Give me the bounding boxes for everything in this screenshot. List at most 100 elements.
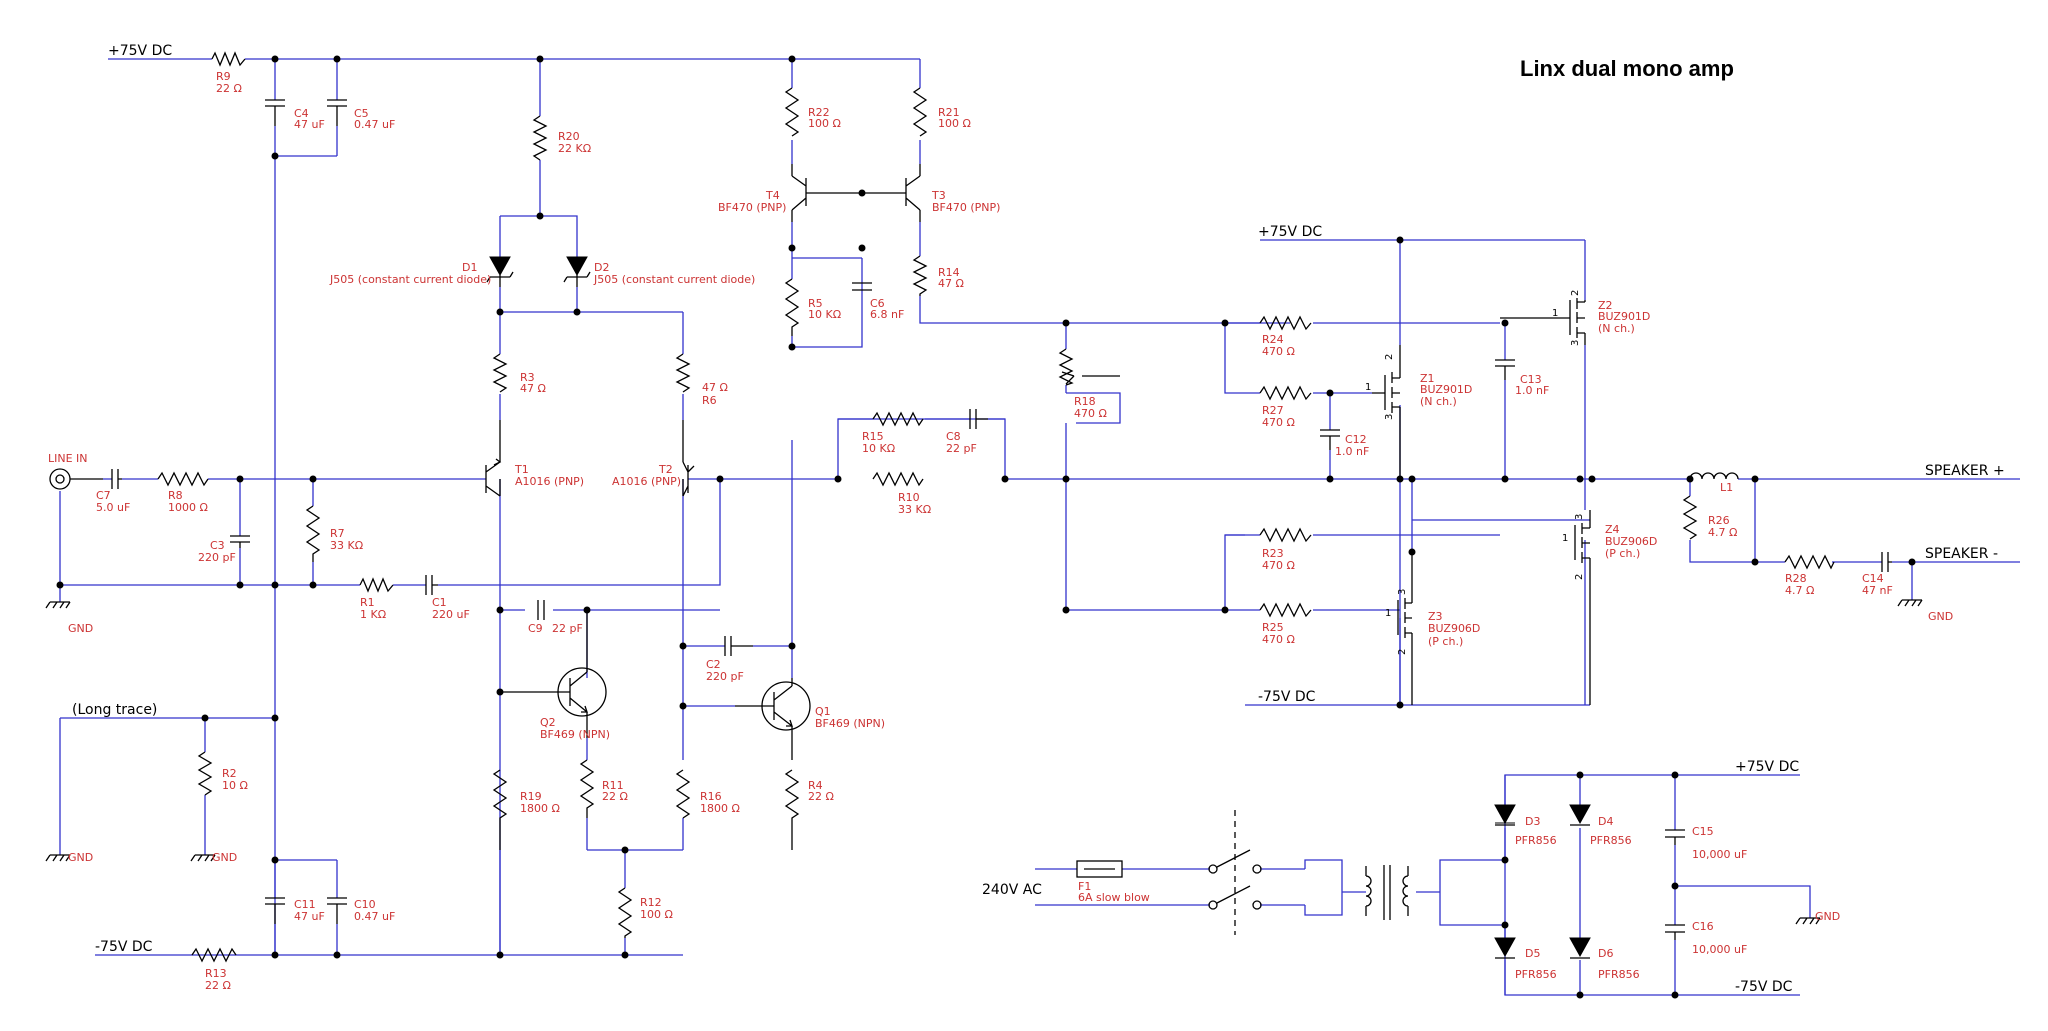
mosfet-pin-label: 1	[1385, 608, 1391, 619]
net-labels: +75V DC -75V DC +75V DC -75V DC +75V DC …	[48, 43, 2005, 995]
mosfet-pin-label: 1	[1552, 308, 1558, 319]
label-parts-c15-val: 10,000 uF	[1692, 848, 1747, 861]
label-parts-d6-val: PFR856	[1598, 968, 1640, 981]
label-parts-c14-val: 47 nF	[1862, 584, 1893, 597]
label-parts-r19-ref: R19	[520, 790, 542, 803]
gnd-symbols	[45, 599, 1923, 925]
label-parts-r13-ref: R13	[205, 967, 227, 980]
label-parts-r14-val: 47 Ω	[938, 277, 964, 290]
label-parts-d4-ref: D4	[1598, 815, 1613, 828]
label-parts-r7-val: 33 KΩ	[330, 539, 363, 552]
label-parts-d6-ref: D6	[1598, 947, 1613, 960]
mosfet-pin-label: 2	[1384, 354, 1395, 360]
label-parts-r7-ref: R7	[330, 527, 345, 540]
label-parts-t1-ref: T1	[514, 463, 529, 476]
label-parts-t2-ref: T2	[658, 463, 673, 476]
net-label-neg75-bottom: -75V DC	[95, 939, 153, 955]
resistor-r26	[1682, 495, 1698, 540]
label-parts-r11-ref: R11	[602, 779, 624, 792]
label-parts-z3-type: (P ch.)	[1428, 635, 1463, 648]
label-parts-z2-type: (N ch.)	[1598, 322, 1635, 335]
mosfet-pin-label: 3	[1397, 589, 1408, 595]
label-parts-q1-val: BF469 (NPN)	[815, 717, 885, 730]
label-parts-z1-ref: Z1	[1420, 372, 1435, 385]
diode-d2	[566, 256, 588, 277]
label-parts-r10-val: 33 KΩ	[898, 503, 931, 516]
label-parts-c16-val: 10,000 uF	[1692, 943, 1747, 956]
label-parts-r11-val: 22 Ω	[602, 790, 628, 803]
resistor-r12	[617, 887, 633, 938]
net-label-pos75-output: +75V DC	[1258, 224, 1322, 240]
capacitor-c4	[265, 99, 285, 126]
resistor-r7	[305, 505, 321, 562]
label-parts-c1-val: 220 uF	[432, 608, 470, 621]
label-parts-r21-ref: R21	[938, 106, 960, 119]
label-parts-r19-val: 1800 Ω	[520, 802, 560, 815]
mosfet-pin-label: 3	[1570, 340, 1581, 346]
label-parts-r26-val: 4.7 Ω	[1708, 526, 1737, 539]
transistor-t4	[791, 175, 807, 211]
transformer-secondary	[1402, 866, 1409, 916]
label-parts-c12-ref: C12	[1345, 433, 1367, 446]
label-parts-c3-val: 220 pF	[198, 551, 236, 564]
mosfet-pin-label: 2	[1570, 290, 1581, 296]
label-parts-d1-ref: D1	[462, 261, 477, 274]
resistor-r4	[784, 769, 800, 850]
resistor-r18	[1058, 348, 1074, 386]
label-parts-l1-ref: L1	[1720, 481, 1733, 494]
gnd-label-2: GND	[68, 851, 93, 864]
label-parts-c10-val: 0.47 uF	[354, 910, 395, 923]
net-label-speaker-negative: SPEAKER -	[1925, 546, 1998, 562]
label-parts-c10-ref: C10	[354, 898, 376, 911]
label-parts-r4-ref: R4	[808, 779, 823, 792]
diode-symbols	[486, 256, 1591, 959]
diode-d4	[1569, 804, 1591, 825]
transistor-t1	[485, 458, 502, 497]
capacitor-c7	[111, 469, 122, 489]
resistor-r14	[912, 255, 928, 296]
resistor-r28	[1784, 554, 1835, 570]
psu-symbols	[1076, 810, 1409, 935]
label-parts-c1-ref: C1	[432, 596, 447, 609]
mosfet-pin-label: 1	[1562, 533, 1568, 544]
resistor-symbols	[157, 51, 1835, 963]
net-label-ac-input: 240V AC	[982, 882, 1042, 898]
label-parts-t3-ref: T3	[931, 189, 946, 202]
capacitor-c1	[425, 575, 438, 595]
transistor-t2	[682, 461, 695, 497]
label-parts-r23-ref: R23	[1262, 547, 1284, 560]
mosfet-pin-label: 1	[1365, 382, 1371, 393]
label-parts-c11-ref: C11	[294, 898, 316, 911]
gnd-label-3: GND	[212, 851, 237, 864]
label-parts-r12-ref: R12	[640, 896, 662, 909]
label-parts-d5-val: PFR856	[1515, 968, 1557, 981]
label-parts-c4-val: 47 uF	[294, 118, 325, 131]
resistor-r8	[157, 471, 209, 487]
label-parts-r28-ref: R28	[1785, 572, 1807, 585]
resistor-r13	[191, 947, 237, 963]
label-parts-r22-val: 100 Ω	[808, 117, 841, 130]
label-parts-r25-val: 470 Ω	[1262, 633, 1295, 646]
label-parts-r4-val: 22 Ω	[808, 790, 834, 803]
resistor-r1	[359, 577, 394, 593]
net-label-pos75-top: +75V DC	[108, 43, 172, 59]
resistor-r19	[492, 769, 508, 850]
resistor-r16	[675, 769, 691, 819]
label-parts-r15-val: 10 KΩ	[862, 442, 895, 455]
label-parts-c5-val: 0.47 uF	[354, 118, 395, 131]
net-label-neg75-psu: -75V DC	[1735, 979, 1793, 995]
label-parts-t4-val: BF470 (PNP)	[718, 201, 786, 214]
label-parts-d4-val: PFR856	[1590, 834, 1632, 847]
label-parts-c8-val: 22 pF	[946, 442, 977, 455]
label-parts-z2-ref: Z2	[1598, 299, 1613, 312]
label-parts-t4-ref: T4	[765, 189, 780, 202]
net-label-line-in: LINE IN	[48, 452, 88, 465]
label-parts-r6-ref: R6	[702, 394, 717, 407]
mosfet-pin-label: 2	[1397, 649, 1408, 655]
label-parts-r18-val: 470 Ω	[1074, 407, 1107, 420]
label-parts-r6-val: 47 Ω	[702, 381, 728, 394]
label-parts-z1-val: BUZ901D	[1420, 383, 1472, 396]
label-parts-r20-ref: R20	[558, 130, 580, 143]
label-parts-r10-ref: R10	[898, 491, 920, 504]
